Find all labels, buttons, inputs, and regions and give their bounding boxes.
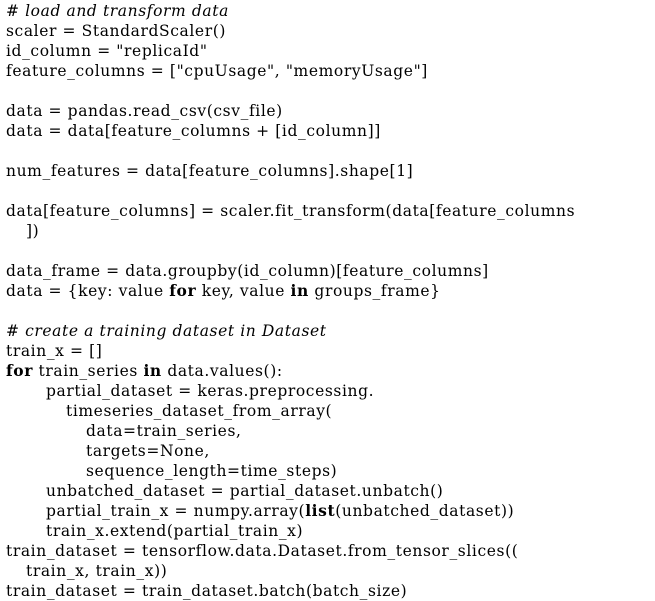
code-line: targets=None, [6, 441, 655, 461]
code-line: data_frame = data.groupby(id_column)[fea… [6, 261, 655, 281]
code-line: data = pandas.read_csv(csv_file) [6, 101, 655, 121]
code-line: num_features = data[feature_columns].sha… [6, 161, 655, 181]
code-text: train_dataset = tensorflow.data.Dataset.… [6, 542, 519, 560]
code-text: data[feature_columns] = scaler.fit_trans… [6, 202, 576, 220]
code-text: feature_columns = ["cpuUsage", "memoryUs… [6, 62, 428, 80]
code-text: unbatched_dataset = partial_dataset.unba… [46, 482, 444, 500]
code-line: id_column = "replicaId" [6, 41, 655, 61]
code-text: partial_train_x = numpy.array( [46, 502, 306, 520]
code-text: partial_dataset = keras.preprocessing. [46, 382, 375, 400]
code-text: timeseries_dataset_from_array( [66, 402, 333, 420]
code-keyword: in [290, 281, 309, 300]
code-line: train_x.extend(partial_train_x) [6, 521, 655, 541]
code-line [6, 241, 655, 261]
code-line: train_x = [] [6, 341, 655, 361]
code-text: targets=None, [86, 442, 210, 460]
code-line: partial_dataset = keras.preprocessing. [6, 381, 655, 401]
code-line [6, 81, 655, 101]
code-line: sequence_length=time_steps) [6, 461, 655, 481]
code-line: data = {key: value for key, value in gro… [6, 281, 655, 301]
code-text: data_frame = data.groupby(id_column)[fea… [6, 262, 489, 280]
code-line: feature_columns = ["cpuUsage", "memoryUs… [6, 61, 655, 81]
code-listing: # load and transform data scaler = Standa… [6, 1, 655, 601]
code-text: train_x = [] [6, 342, 103, 360]
code-text: train_dataset = train_dataset.batch(batc… [6, 582, 408, 600]
code-text: data = {key: value [6, 282, 170, 300]
code-line: for train_series in data.values(): [6, 361, 655, 381]
code-line: data = data[feature_columns + [id_column… [6, 121, 655, 141]
code-line: train_dataset = tensorflow.data.Dataset.… [6, 541, 655, 561]
code-line [6, 141, 655, 161]
code-comment: # create a training dataset in Dataset [6, 322, 327, 340]
code-text: (unbatched_dataset)) [335, 502, 515, 520]
code-text: data.values(): [161, 362, 283, 380]
code-text: id_column = "replicaId" [6, 42, 208, 60]
code-text: train_x, train_x)) [26, 562, 168, 580]
code-text: num_features = data[feature_columns].sha… [6, 162, 414, 180]
code-line: ]) [6, 221, 655, 241]
code-text: sequence_length=time_steps) [86, 462, 338, 480]
code-line: # load and transform data [6, 1, 655, 21]
code-line: data=train_series, [6, 421, 655, 441]
code-text: data = data[feature_columns + [id_column… [6, 122, 381, 140]
code-line: # create a training dataset in Dataset [6, 321, 655, 341]
code-line: partial_train_x = numpy.array(list(unbat… [6, 501, 655, 521]
code-text: train_series [32, 362, 144, 380]
code-line: train_x, train_x)) [6, 561, 655, 581]
code-line: train_dataset = train_dataset.batch(batc… [6, 581, 655, 601]
code-text: train_x.extend(partial_train_x) [46, 522, 304, 540]
code-keyword: in [143, 361, 162, 380]
code-text: groups_frame} [308, 282, 441, 300]
code-line: unbatched_dataset = partial_dataset.unba… [6, 481, 655, 501]
code-line: scaler = StandardScaler() [6, 21, 655, 41]
code-comment: # load and transform data [6, 2, 229, 20]
code-text: data=train_series, [86, 422, 242, 440]
code-keyword: list [305, 501, 336, 520]
code-text: ]) [26, 222, 40, 240]
code-keyword: for [6, 361, 33, 380]
code-line: data[feature_columns] = scaler.fit_trans… [6, 201, 655, 221]
code-text: data = pandas.read_csv(csv_file) [6, 102, 283, 120]
code-line: timeseries_dataset_from_array( [6, 401, 655, 421]
code-keyword: for [169, 281, 197, 300]
code-line [6, 181, 655, 201]
code-text: scaler = StandardScaler() [6, 22, 226, 40]
code-text: key, value [196, 282, 291, 300]
code-line [6, 301, 655, 321]
